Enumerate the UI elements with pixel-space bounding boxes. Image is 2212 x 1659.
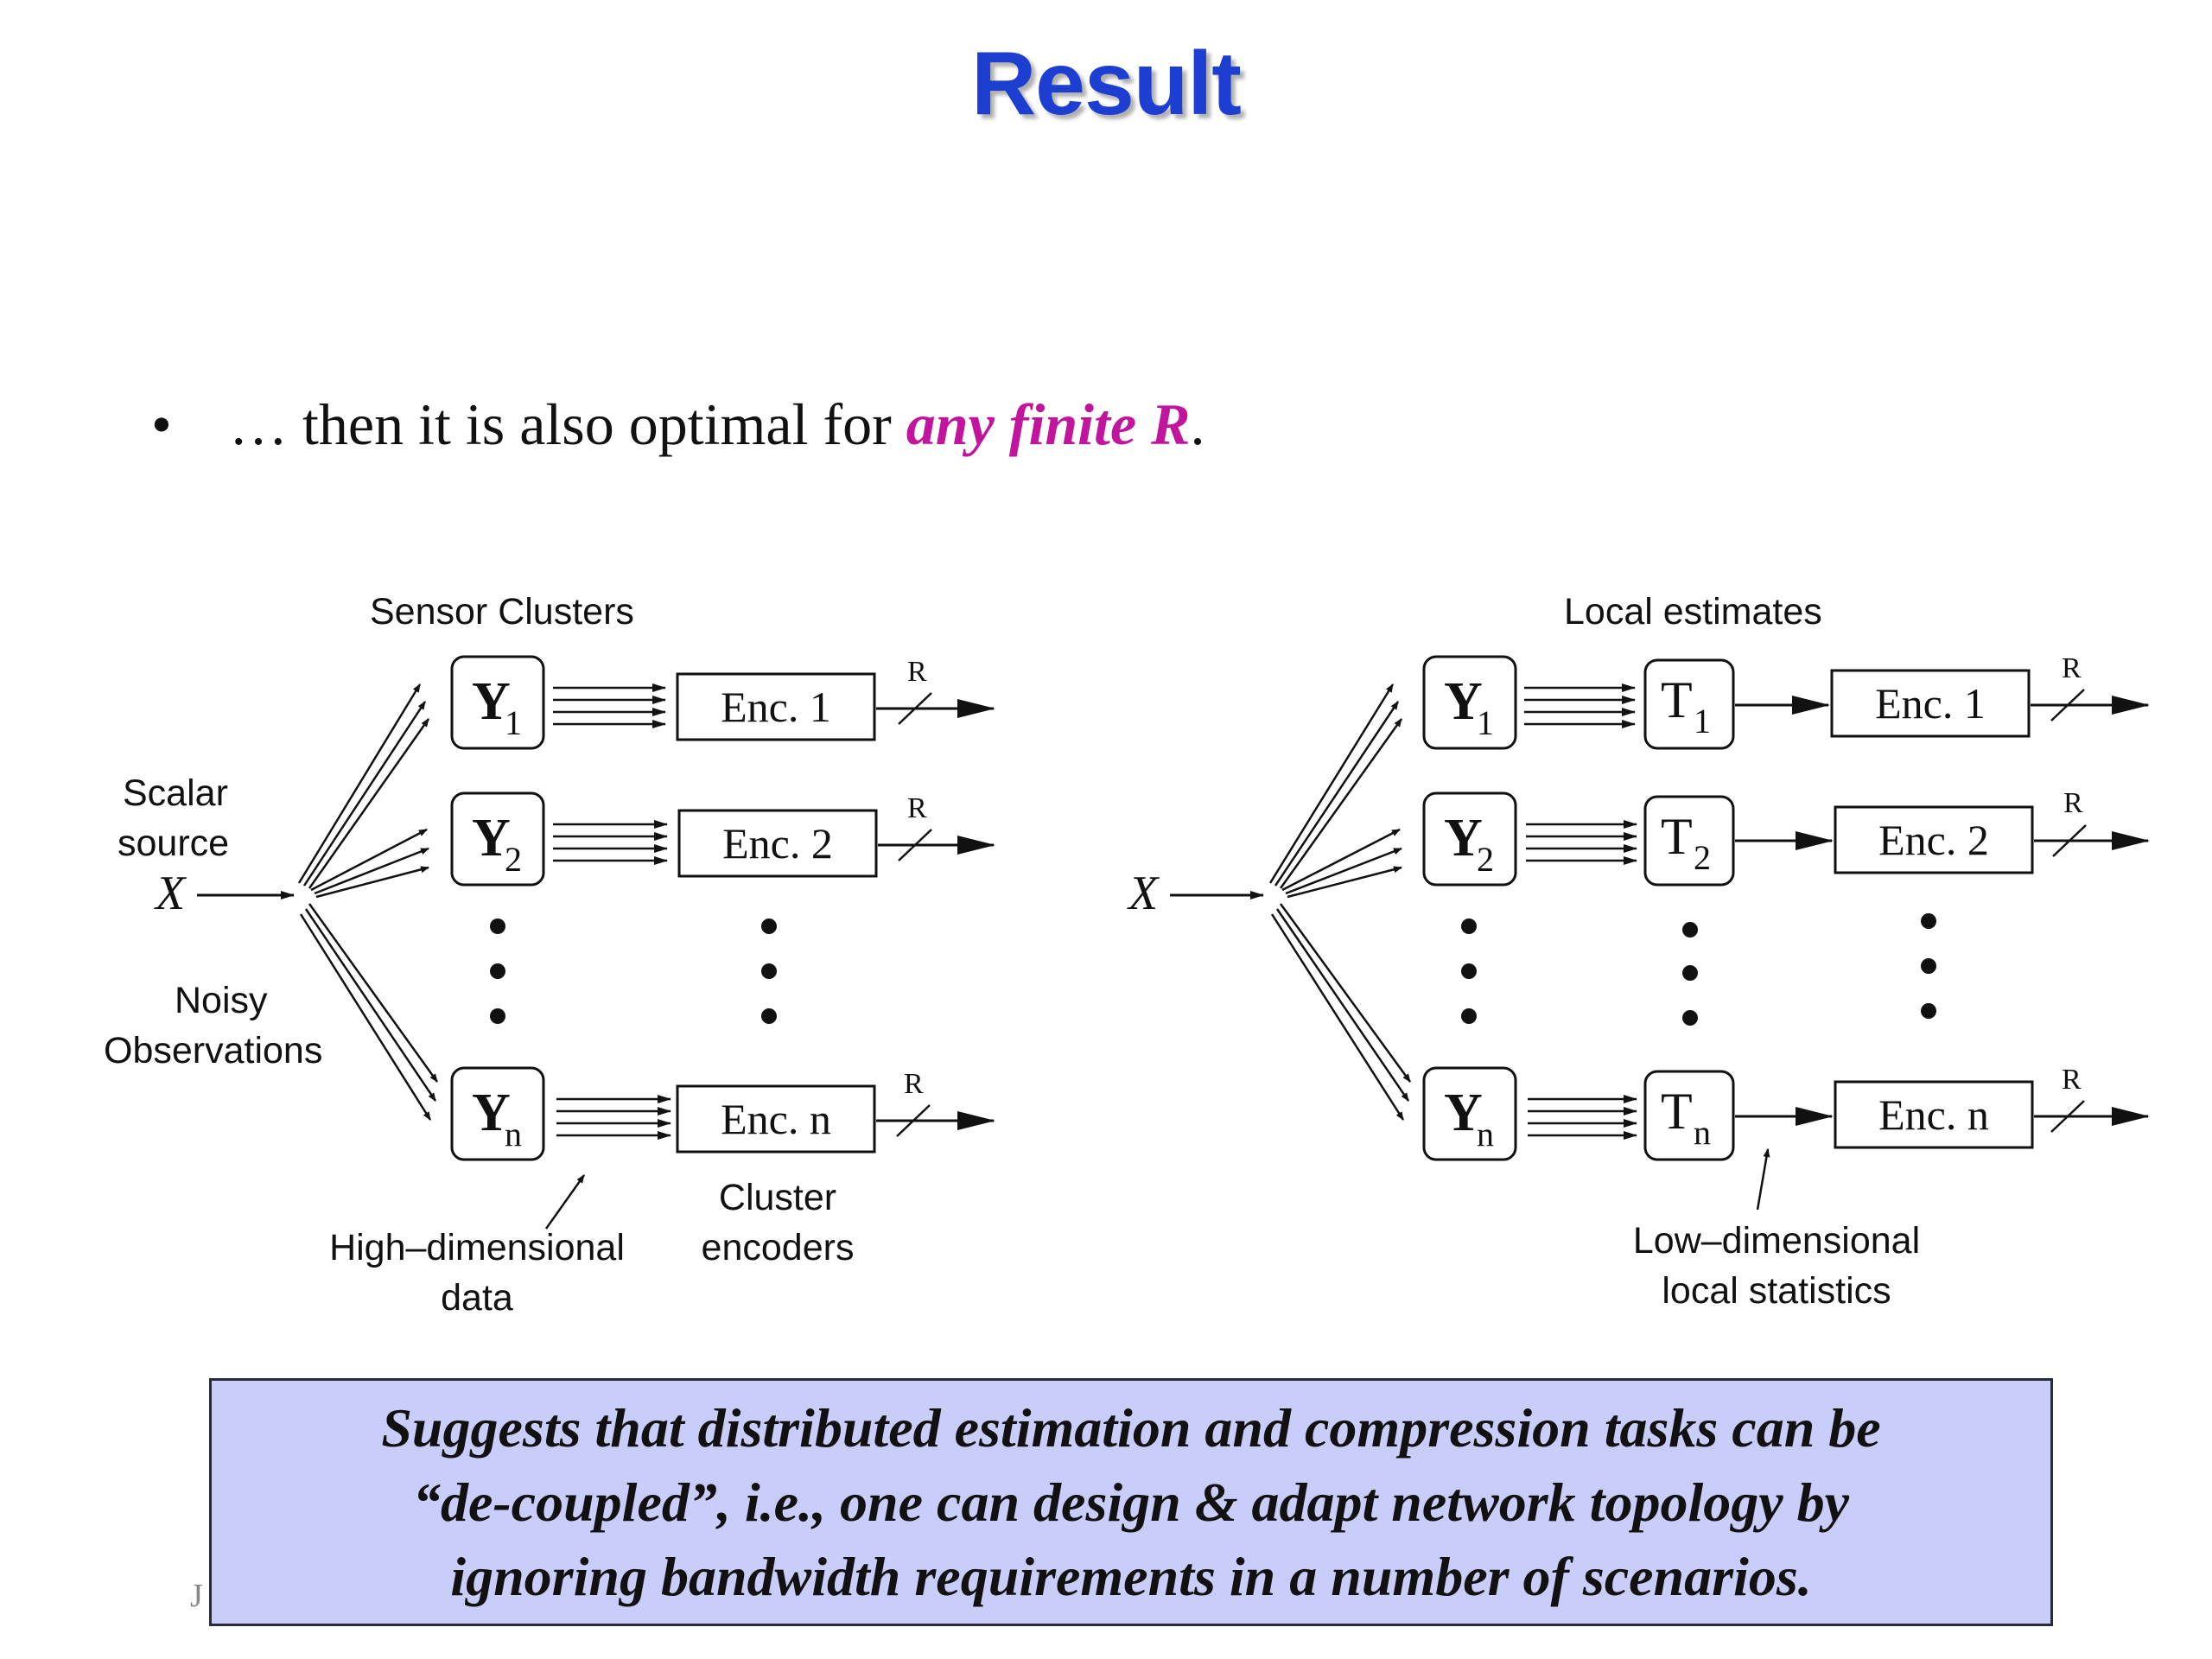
rate-slash-1 [898, 692, 932, 725]
right-cluster-yn-sub: n [1477, 1115, 1494, 1154]
scalar-source-label-1: Scalar [123, 772, 228, 814]
left-diagram: Sensor Clusters Scalar source X Noisy Ob… [104, 591, 995, 1319]
high-dim-label-1: High–dimensional [329, 1227, 625, 1268]
stat-t2-name: T [1661, 808, 1693, 865]
encoder-2-box [677, 809, 878, 878]
right-cluster-yn-box [1422, 1066, 1517, 1161]
right-cluster-y1-box [1422, 655, 1517, 750]
cluster-y2-name: Y [472, 809, 511, 868]
right-encoder-1-label: Enc. 1 [1875, 679, 1986, 728]
bullet-point: • … then it is also optimal for any finit… [151, 391, 1205, 459]
right-encoder-1-box [1830, 669, 2031, 738]
low-dim-label-2: local statistics [1662, 1270, 1891, 1312]
cluster-y1-sub: 1 [505, 703, 522, 742]
conclusion-text: Suggests that distributed estimation and… [381, 1396, 1881, 1607]
encoder-1-label: Enc. 1 [721, 683, 831, 731]
cluster-y1-box [450, 655, 545, 750]
fan-arrows-right-yn [1270, 903, 1412, 1121]
fan-arrows-y1 [297, 683, 430, 889]
fan-arrows-yn [299, 903, 439, 1121]
data-lines-y2 [553, 820, 668, 865]
bullet-end: . [1190, 391, 1205, 457]
stat-tn-sub: n [1694, 1113, 1711, 1152]
noisy-label-2: Observations [104, 1030, 322, 1071]
right-cluster-y2-sub: 2 [1477, 840, 1494, 879]
right-encoder-n-label: Enc. n [1878, 1090, 1989, 1139]
rate-n-label: R [904, 1068, 924, 1100]
source-x-symbol-right: X [1127, 867, 1160, 920]
stat-t1-name: T [1661, 671, 1693, 728]
right-cluster-y2-box [1422, 791, 1517, 887]
cluster-y2-sub: 2 [505, 840, 522, 879]
stat-t1-sub: 1 [1694, 702, 1711, 741]
right-diagram: Local estimates X Y 1 T 1 [1127, 591, 2150, 1312]
right-rate-slash-2 [2052, 824, 2087, 857]
right-data-lines-y2 [1526, 820, 1637, 865]
rate-slash-n [896, 1104, 931, 1137]
scalar-source-label-2: source [118, 823, 229, 864]
sensor-clusters-heading: Sensor Clusters [370, 591, 634, 632]
high-dim-label-2: data [441, 1277, 513, 1319]
right-rate-2-label: R [2063, 787, 2083, 819]
ellipsis-dots-right [1461, 913, 1936, 1026]
cluster-encoders-label-2: encoders [702, 1227, 855, 1268]
data-lines-y1 [553, 683, 666, 728]
stats-pointer-arrow [1756, 1148, 1770, 1211]
encoder-n-box [676, 1084, 876, 1154]
fan-arrows-right-y1 [1268, 683, 1403, 889]
local-estimates-heading: Local estimates [1564, 591, 1822, 632]
right-cluster-y1-name: Y [1444, 672, 1483, 731]
right-rate-slash-n [2050, 1100, 2085, 1133]
bullet-emphasis: any finite R [906, 391, 1191, 457]
source-x-symbol: X [154, 867, 188, 920]
bullet-text: … then it is also optimal for [229, 391, 906, 457]
footer-fragment: J [190, 1578, 203, 1614]
noisy-label-1: Noisy [175, 980, 268, 1021]
right-cluster-y2-name: Y [1444, 809, 1483, 868]
right-rate-n-label: R [2062, 1064, 2082, 1096]
right-cluster-yn-name: Y [1444, 1084, 1483, 1142]
stat-tn-name: T [1661, 1083, 1693, 1140]
encoder-n-label: Enc. n [721, 1095, 831, 1143]
data-pointer-arrow [544, 1174, 586, 1230]
rate-1-label: R [907, 656, 927, 688]
cluster-y2-box [450, 791, 545, 887]
right-data-lines-yn [1528, 1095, 1637, 1140]
cluster-yn-sub: n [505, 1115, 522, 1154]
right-encoder-2-label: Enc. 2 [1878, 816, 1989, 864]
sensor-cluster-diagrams: Sensor Clusters Scalar source X Noisy Ob… [104, 591, 2150, 1319]
encoder-1-box [676, 672, 876, 741]
low-dim-label-1: Low–dimensional [1633, 1220, 1920, 1262]
data-lines-yn [556, 1095, 671, 1140]
right-encoder-2-box [1834, 805, 2034, 874]
right-encoder-n-box [1834, 1080, 2034, 1149]
fan-arrows-y2 [310, 828, 429, 899]
rate-slash-2 [898, 829, 932, 861]
bullet-dot: • [151, 391, 172, 457]
slide-title: Result [971, 34, 1242, 134]
cluster-y1-name: Y [472, 672, 511, 731]
stat-t2-box [1643, 795, 1735, 887]
encoder-2-label: Enc. 2 [722, 819, 833, 868]
right-data-lines-y1 [1524, 683, 1636, 728]
conclusion-box: Suggests that distributed estimation and… [209, 1378, 2053, 1626]
right-rate-1-label: R [2062, 652, 2082, 684]
cluster-yn-name: Y [472, 1084, 511, 1142]
rate-2-label: R [907, 792, 927, 824]
stat-tn-box [1643, 1070, 1735, 1161]
right-rate-slash-1 [2050, 689, 2085, 721]
stat-t2-sub: 2 [1694, 838, 1711, 877]
cluster-yn-box [450, 1066, 545, 1161]
ellipsis-dots-left [490, 918, 777, 1024]
stat-t1-box [1643, 658, 1735, 750]
right-cluster-y1-sub: 1 [1477, 703, 1494, 742]
fan-arrows-right-y2 [1281, 828, 1402, 899]
cluster-encoders-label-1: Cluster [719, 1177, 836, 1218]
